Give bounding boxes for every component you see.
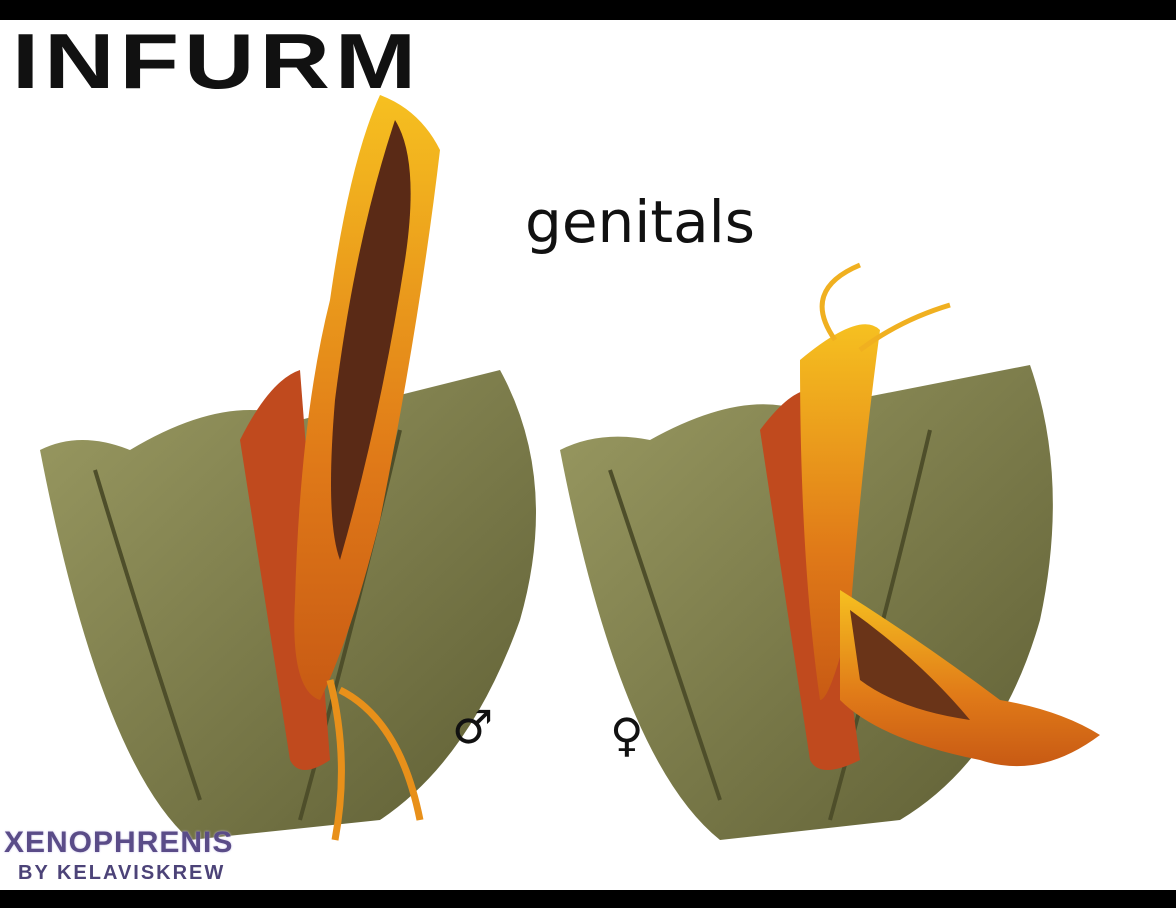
logo-title: INFURM [12,17,422,105]
subtitle: genitals [525,188,755,256]
female-figure [560,262,1100,840]
male-figure [40,95,536,841]
male-symbol: ♂ [452,700,494,754]
watermark-title: XENOPHRENIS [4,826,234,859]
watermark-author: BY KELAVISKREW [18,862,226,884]
bottom-border [0,890,1176,908]
top-border [0,0,1176,20]
female-symbol: ♀ [610,708,644,762]
